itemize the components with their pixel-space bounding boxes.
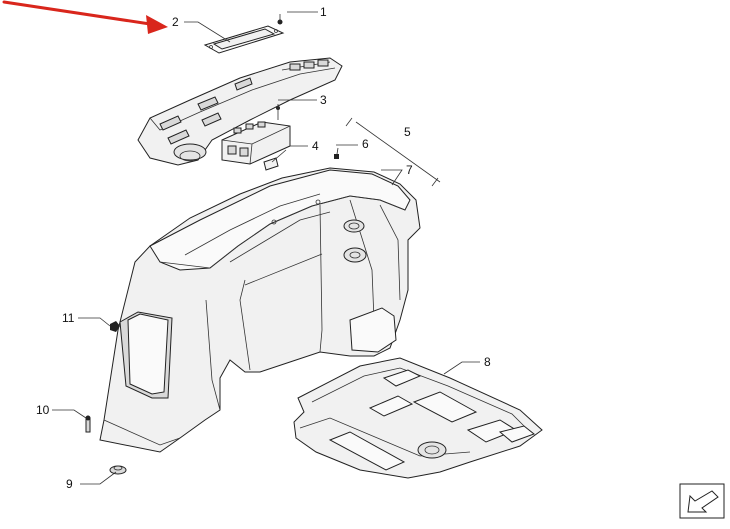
callout-1[interactable]: 1 [320,5,327,19]
callout-6[interactable]: 6 [362,137,369,151]
callout-9[interactable]: 9 [66,477,73,491]
part-4-pin[interactable] [263,157,279,171]
part-7-lower-housing[interactable] [99,167,421,453]
top-console-panel[interactable] [137,57,343,166]
callout-8[interactable]: 8 [484,355,491,369]
part-3-switch-module[interactable] [221,121,291,165]
arrow-down-left-icon[interactable] [679,483,725,519]
part-6-clip[interactable] [334,154,339,159]
part-11-nut[interactable] [110,321,120,332]
leader-lines [52,11,480,485]
callout-labels: 1 2 3 4 5 6 7 8 9 10 11 [36,5,491,491]
callout-7[interactable]: 7 [406,163,413,177]
part-10-screw[interactable] [85,415,91,433]
callout-4[interactable]: 4 [312,139,319,153]
callout-3[interactable]: 3 [320,93,327,107]
callout-10[interactable]: 10 [36,403,50,417]
part-2-gasket[interactable] [203,25,285,54]
part-9-grommet[interactable] [109,465,127,475]
callout-2[interactable]: 2 [172,15,179,29]
callout-5[interactable]: 5 [404,125,411,139]
callout-11[interactable]: 11 [62,311,75,325]
highlight-arrow [2,0,168,34]
part-8-floor-mat[interactable] [293,357,543,479]
